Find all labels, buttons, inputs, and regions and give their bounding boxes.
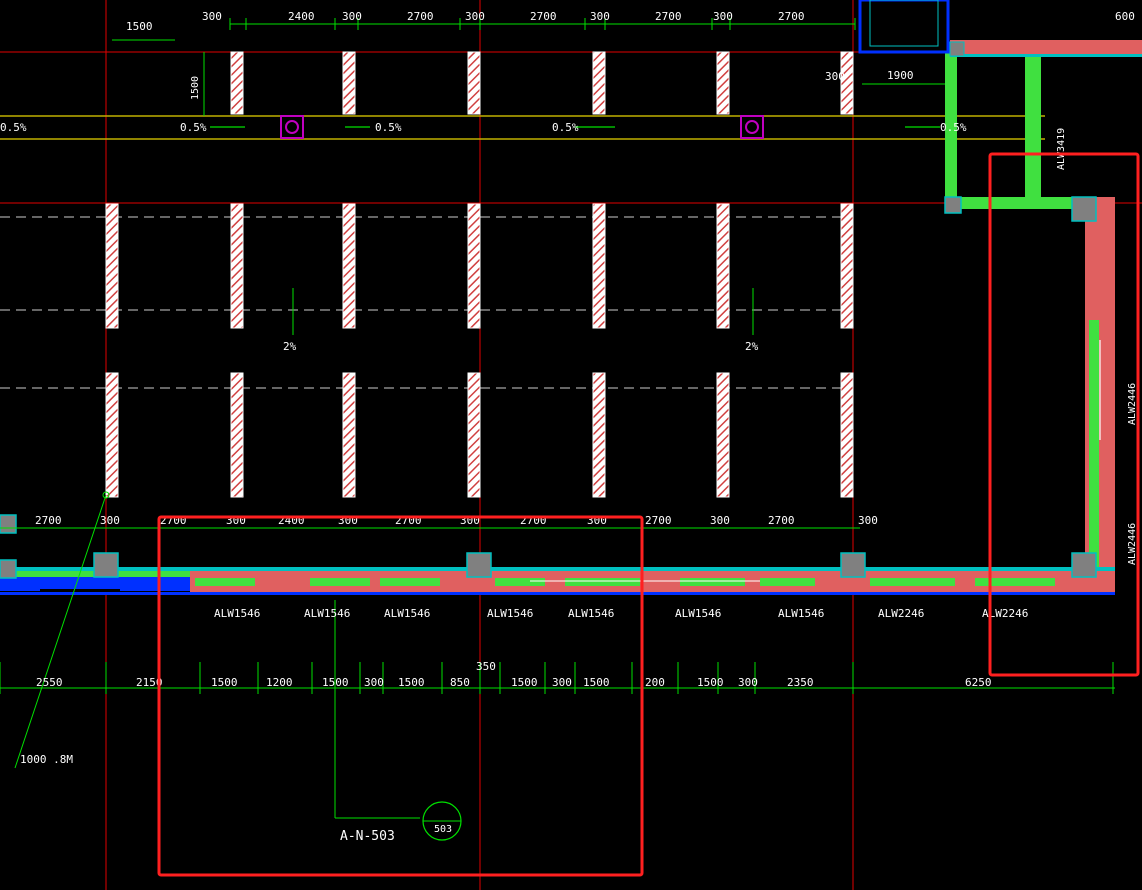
wall-type-label: ALW1546 — [568, 607, 614, 620]
detail-reference[interactable]: 503 — [422, 801, 462, 841]
leader-line — [14, 494, 107, 769]
wheel-stop-marker — [230, 372, 244, 498]
dim-label-top: 2400 — [288, 10, 315, 23]
dim-label-bottom-lower: 300 — [552, 676, 572, 689]
wheel-stop-marker — [592, 51, 606, 115]
dim-label-top: 2700 — [407, 10, 434, 23]
wall-type-label: ALW2246 — [982, 607, 1028, 620]
stair-size-label: 600 — [1115, 10, 1135, 23]
dim-label-bottom-lower: 2350 — [787, 676, 814, 689]
slope-label: 0.5% — [180, 121, 207, 134]
dim-label-bottom-lower: 6250 — [965, 676, 992, 689]
wheel-stop-marker — [230, 203, 244, 329]
highlight-boxes — [157, 152, 1140, 877]
wheel-stop-marker — [592, 372, 606, 498]
dim-label-top: 300 — [202, 10, 222, 23]
wheel-stop-marker — [840, 372, 854, 498]
wall-type-label: ALW2246 — [878, 607, 924, 620]
dim-label-bottom-lower: 200 — [645, 676, 665, 689]
highlight-box-bottom — [157, 515, 644, 877]
wheel-stop-marker — [342, 203, 356, 329]
dim-label-top: 300 — [590, 10, 610, 23]
dim-label-bottom-lower: 1500 — [583, 676, 610, 689]
dim-label-top: 2700 — [778, 10, 805, 23]
wall-type-label: ALW1546 — [304, 607, 350, 620]
duct-label: ALW3419 — [1056, 128, 1067, 170]
floor-slope-label: 2% — [283, 340, 297, 353]
wheel-stop-marker — [467, 51, 481, 115]
wall-type-label: ALW1546 — [214, 607, 260, 620]
dim-label-bottom-lower: 1500 — [322, 676, 349, 689]
wheel-stop-marker — [716, 372, 730, 498]
parking-stop-markers — [105, 51, 854, 498]
dim-label-bottom-lower: 1500 — [211, 676, 238, 689]
dim-label-bottom-lower: 1500 — [511, 676, 538, 689]
dim-label-stair-note: 300 — [825, 70, 845, 83]
dim-label-bottom-lower: 850 — [450, 676, 470, 689]
wheel-stop-marker — [105, 203, 119, 329]
wheel-stop-marker — [467, 372, 481, 498]
slope-label: 0.5% — [552, 121, 579, 134]
dim-label-top: 300 — [713, 10, 733, 23]
wheel-stop-marker — [716, 203, 730, 329]
floor-drain-icon[interactable] — [740, 115, 764, 139]
dim-label-stair: 1900 — [887, 69, 914, 82]
drainage-ditch — [0, 115, 1045, 140]
dim-label-bottom-lower: 350 — [476, 660, 496, 673]
dim-label-top: 300 — [342, 10, 362, 23]
detail-code: A-N-503 — [340, 829, 395, 844]
dim-label-bottom-lower: 300 — [364, 676, 384, 689]
dim-label-bottom-lower: 1200 — [266, 676, 293, 689]
wheel-stop-marker — [840, 203, 854, 329]
dim-label-bottom-lower: 300 — [738, 676, 758, 689]
wheel-stop-marker — [230, 51, 244, 115]
dim-label-bottom-lower: 2150 — [136, 676, 163, 689]
dimension-lines — [0, 23, 1115, 819]
dim-label-bottom-lower: 2550 — [36, 676, 63, 689]
wall-type-label: ALW1546 — [675, 607, 721, 620]
floor-drain-icon[interactable] — [280, 115, 304, 139]
dim-label-bottom-upper: 2700 — [645, 514, 672, 527]
dim-label-bottom-upper: 300 — [710, 514, 730, 527]
dim-label-top: 2700 — [655, 10, 682, 23]
wall-type-label: ALW1546 — [487, 607, 533, 620]
wall-type-label: ALW1546 — [778, 607, 824, 620]
floor-slope-label: 2% — [745, 340, 759, 353]
slope-label: 0.5% — [0, 121, 27, 134]
dim-label-top-left: 1500 — [126, 20, 153, 33]
leader-dot — [102, 491, 110, 499]
bottom-wall — [0, 567, 1115, 595]
leader-note: 1000 .8M — [20, 753, 73, 766]
wheel-stop-marker — [592, 203, 606, 329]
wheel-stop-marker — [105, 372, 119, 498]
slope-label: 0.5% — [940, 121, 967, 134]
dim-label-top: 2700 — [530, 10, 557, 23]
vertical-duct — [945, 52, 1115, 592]
stair-block — [858, 0, 1142, 57]
dim-label-bottom-upper: 300 — [858, 514, 878, 527]
wheel-stop-marker — [342, 51, 356, 115]
wall-type-label: ALW1546 — [384, 607, 430, 620]
wheel-stop-marker — [467, 203, 481, 329]
parking-dash-lines — [0, 216, 853, 389]
dim-label-left: 1500 — [190, 76, 201, 100]
detail-bubble-number: 503 — [434, 824, 452, 835]
dim-label-bottom-lower: 1500 — [398, 676, 425, 689]
dim-label-top: 300 — [465, 10, 485, 23]
highlight-box-right — [988, 152, 1140, 677]
wheel-stop-marker — [840, 51, 854, 115]
duct-label: ALW2446 — [1127, 383, 1138, 425]
dim-label-bottom-lower: 1500 — [697, 676, 724, 689]
slope-label: 0.5% — [375, 121, 402, 134]
wheel-stop-marker — [716, 51, 730, 115]
dim-label-bottom-upper: 2700 — [35, 514, 62, 527]
duct-label: ALW2446 — [1127, 523, 1138, 565]
dim-label-bottom-upper: 2700 — [768, 514, 795, 527]
dim-label-bottom-upper: 300 — [100, 514, 120, 527]
wheel-stop-marker — [342, 372, 356, 498]
